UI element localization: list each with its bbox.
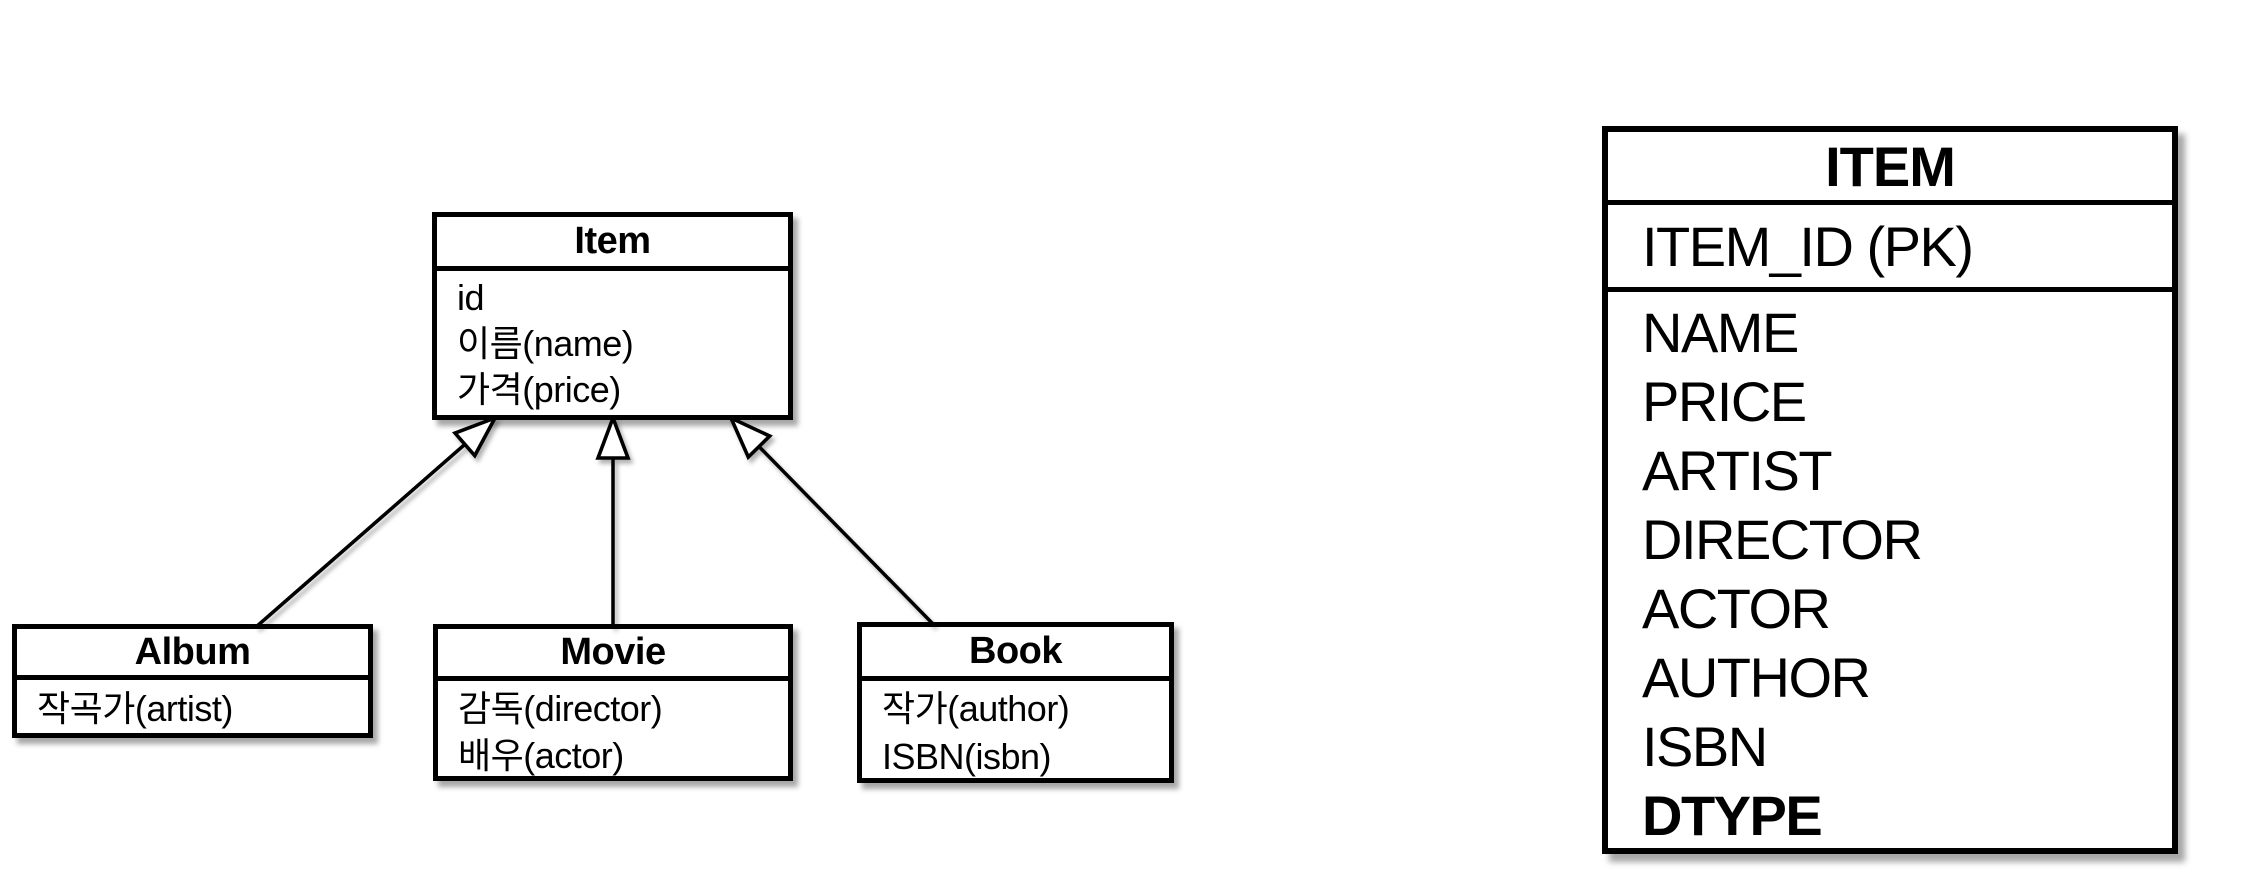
db-column: ISBN (1642, 715, 1768, 778)
inheritance-arrow-album-to-item (254, 418, 495, 629)
class-attribute: 가격(price) (457, 369, 621, 410)
db-column-list: NAME PRICE ARTIST DIRECTOR ACTOR AUTHOR … (1608, 292, 2172, 850)
db-column-dtype: DTYPE (1642, 784, 1823, 847)
class-box-item: Item id 이름(name) 가격(price) (432, 212, 793, 420)
db-column: AUTHOR (1642, 646, 1871, 709)
class-box-movie: Movie 감독(director) 배우(actor) (433, 624, 793, 781)
db-column: PRICE (1642, 370, 1807, 433)
class-attribute: 작곡가(artist) (37, 688, 233, 729)
class-title-book: Book (862, 627, 1169, 681)
class-box-book: Book 작가(author) ISBN(isbn) (857, 622, 1174, 783)
db-primary-key-row: ITEM_ID (PK) (1608, 205, 2172, 292)
db-column: ACTOR (1642, 577, 1831, 640)
class-attribute: 감독(director) (458, 688, 663, 729)
inheritance-arrow-book-to-item (731, 418, 936, 627)
db-table-item: ITEM ITEM_ID (PK) NAME PRICE ARTIST DIRE… (1602, 126, 2178, 854)
class-attribute: id (457, 277, 485, 318)
class-attribute: 작가(author) (882, 688, 1070, 729)
class-attribute: 배우(actor) (458, 735, 624, 776)
class-title-album: Album (17, 629, 368, 680)
class-title-item: Item (437, 217, 788, 271)
class-title-movie: Movie (438, 629, 788, 681)
class-attribute: ISBN(isbn) (882, 736, 1052, 777)
class-attributes-book: 작가(author) ISBN(isbn) (862, 681, 1169, 781)
db-column: DIRECTOR (1642, 508, 1923, 571)
db-table-title: ITEM (1608, 132, 2172, 205)
class-box-album: Album 작곡가(artist) (12, 624, 373, 738)
db-column: NAME (1642, 301, 1799, 364)
db-column: ARTIST (1642, 439, 1833, 502)
class-attributes-movie: 감독(director) 배우(actor) (438, 681, 788, 779)
class-attributes-album: 작곡가(artist) (17, 680, 368, 734)
class-attribute: 이름(name) (457, 323, 634, 364)
class-attributes-item: id 이름(name) 가격(price) (437, 271, 788, 413)
